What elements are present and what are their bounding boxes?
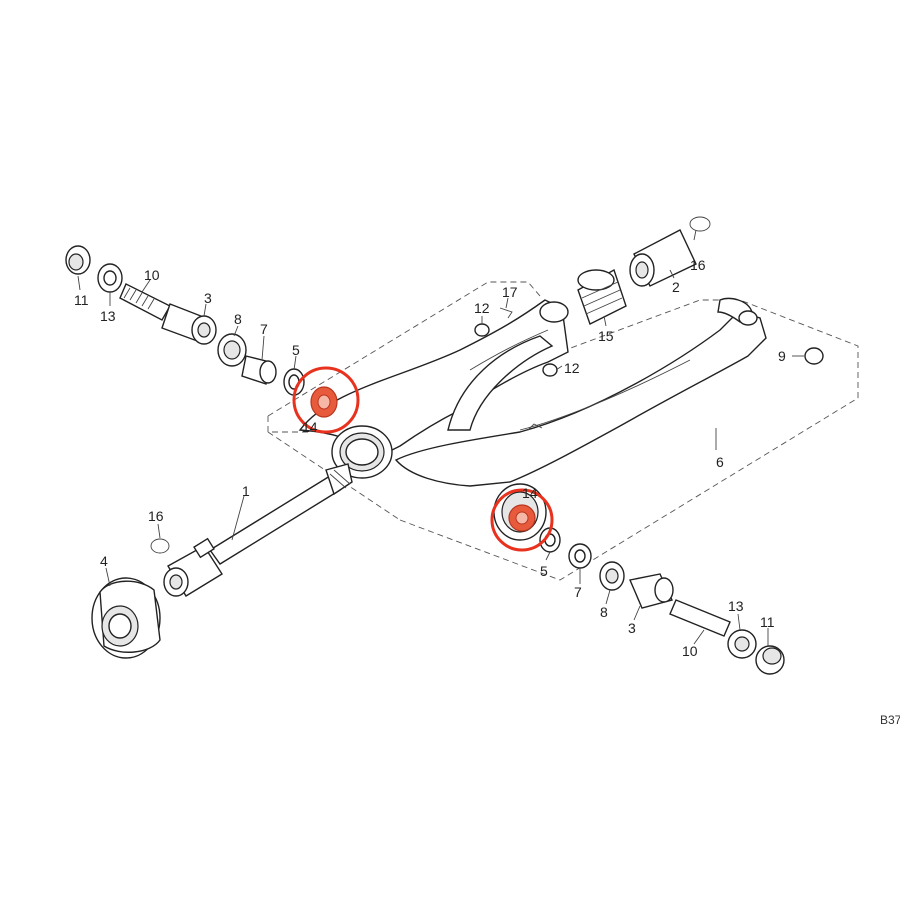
needle-bearing-right bbox=[508, 504, 536, 532]
label-16-left: 16 bbox=[148, 508, 164, 524]
label-13-left: 13 bbox=[100, 308, 116, 324]
clip-16-left bbox=[150, 538, 170, 554]
label-4: 4 bbox=[100, 553, 108, 569]
label-12-top: 12 bbox=[474, 300, 490, 316]
reference-code: B37 bbox=[880, 713, 900, 727]
highlight-circle-right bbox=[490, 488, 554, 552]
label-3-right: 3 bbox=[628, 620, 636, 636]
universal-joint-boot bbox=[91, 577, 161, 659]
right-pivot-parts bbox=[539, 527, 785, 675]
assembly-outline bbox=[267, 281, 859, 581]
highlight-circle-left bbox=[292, 366, 360, 434]
label-16-top: 16 bbox=[690, 257, 706, 273]
label-8-right: 8 bbox=[600, 604, 608, 620]
label-10-left: 10 bbox=[144, 267, 160, 283]
label-11-right: 11 bbox=[760, 614, 775, 630]
label-13-right: 13 bbox=[728, 598, 744, 614]
label-8-left: 8 bbox=[234, 311, 242, 327]
label-14-left: 14 bbox=[302, 419, 318, 435]
label-1: 1 bbox=[242, 483, 250, 499]
label-10-right: 10 bbox=[682, 643, 698, 659]
label-2: 2 bbox=[672, 279, 680, 295]
label-7-left: 7 bbox=[260, 321, 268, 337]
leader-lines bbox=[77, 229, 804, 646]
label-6: 6 bbox=[716, 454, 724, 470]
swingarm bbox=[298, 297, 767, 487]
label-17: 17 bbox=[502, 284, 518, 300]
drive-shaft bbox=[163, 463, 353, 597]
label-7-right: 7 bbox=[574, 584, 582, 600]
label-15: 15 bbox=[598, 328, 614, 344]
label-5-left: 5 bbox=[292, 342, 300, 358]
part-labels: 11 13 10 3 8 7 5 14 16 2 15 12 17 12 9 6… bbox=[74, 257, 900, 727]
label-14-right: 14 bbox=[522, 485, 538, 501]
left-pivot-parts bbox=[65, 245, 305, 396]
top-right-parts bbox=[474, 216, 824, 377]
needle-bearing-left bbox=[310, 386, 338, 418]
label-9: 9 bbox=[778, 348, 786, 364]
label-12-right: 12 bbox=[564, 360, 580, 376]
label-5-right: 5 bbox=[540, 563, 548, 579]
label-3-left: 3 bbox=[204, 290, 212, 306]
label-11-left: 11 bbox=[74, 292, 89, 308]
